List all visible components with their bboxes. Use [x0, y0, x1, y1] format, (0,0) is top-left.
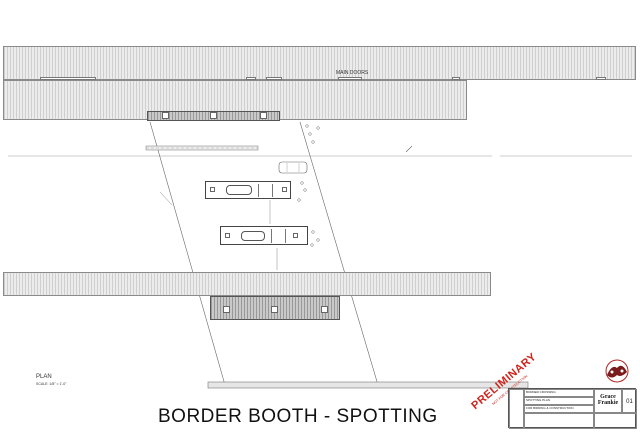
- tb-notes: FOR BIDDING & CONSTRUCTION: [526, 406, 574, 410]
- canopy-lower: [3, 272, 491, 296]
- tb-brand-cell: Grace Frankie: [594, 389, 622, 413]
- site-boundary-left: [149, 121, 226, 386]
- bollard: [303, 188, 307, 192]
- scale-label: SCALE: 1/8" = 1'-0": [36, 382, 67, 386]
- tb-sheet-number: 01: [626, 399, 633, 405]
- booth-window: [321, 306, 328, 313]
- bottom-slab: [207, 381, 529, 389]
- title-block: BORDER CROSSING SPOTTING PLAN FOR BIDDIN…: [508, 388, 637, 429]
- bollard: [300, 181, 304, 185]
- bollard: [316, 238, 320, 242]
- vehicle-upper: [205, 181, 291, 199]
- bollard: [297, 198, 301, 202]
- drawing-title: BORDER BOOTH - SPOTTING: [158, 406, 438, 427]
- main-building-roof: [3, 46, 636, 80]
- bollard: [308, 132, 312, 136]
- tb-project: BORDER CROSSING: [526, 390, 556, 394]
- booth-window: [271, 306, 278, 313]
- tb-brand-line1: Grace: [600, 394, 616, 400]
- vehicle-lower: [220, 226, 308, 245]
- site-tick: [159, 191, 173, 206]
- main-door: [266, 77, 282, 80]
- booth-window: [162, 112, 169, 119]
- bollard: [316, 126, 320, 130]
- main-door: [596, 77, 606, 80]
- tb-grid-cell: [524, 413, 594, 429]
- tb-project-cell: BORDER CROSSING: [524, 389, 594, 397]
- north-marker: [405, 145, 413, 153]
- main-door: [40, 77, 96, 80]
- bollard: [310, 243, 314, 247]
- tb-logo-cell: [509, 389, 524, 429]
- tb-notes-cell: FOR BIDDING & CONSTRUCTION: [524, 405, 594, 413]
- bollard: [311, 140, 315, 144]
- tb-sheet-name-cell: SPOTTING PLAN: [524, 397, 594, 405]
- main-doors-label: MAIN DOORS: [336, 70, 369, 76]
- plan-label: PLAN: [36, 374, 52, 380]
- booth-window: [210, 112, 217, 119]
- bollard: [305, 124, 309, 128]
- logo-emblem: [605, 359, 629, 383]
- booth-window: [260, 112, 267, 119]
- tb-revision-cell: [594, 413, 637, 429]
- main-door: [338, 77, 362, 80]
- parked-car: [278, 161, 308, 174]
- booth-window: [223, 306, 230, 313]
- tb-sheet-number-cell: 01: [622, 389, 637, 413]
- site-boundary-right: [299, 121, 379, 386]
- tb-sheet-name: SPOTTING PLAN: [526, 398, 551, 402]
- bollard: [311, 230, 315, 234]
- main-door: [246, 77, 256, 80]
- main-door: [452, 77, 460, 80]
- tb-brand-line2: Frankie: [597, 400, 619, 406]
